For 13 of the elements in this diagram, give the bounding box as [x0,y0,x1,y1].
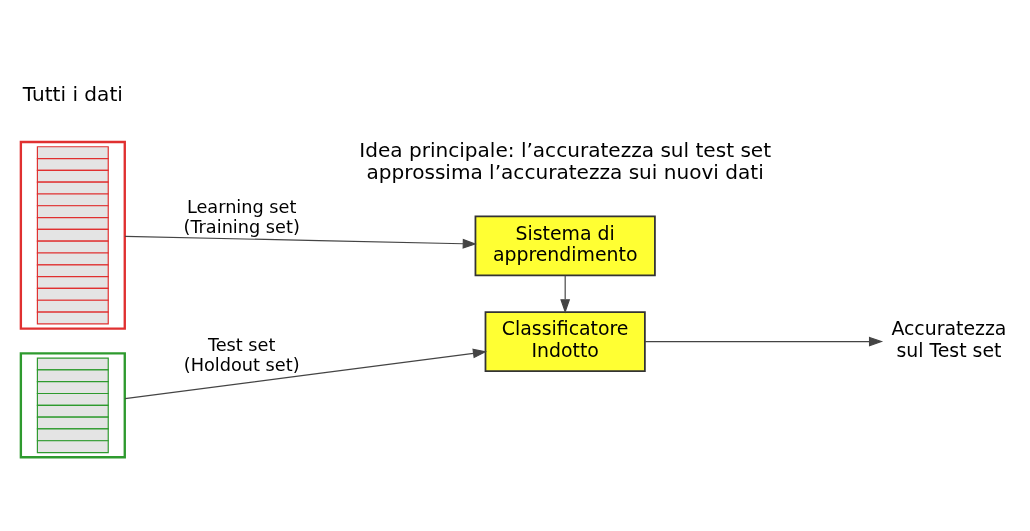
label: Idea principale: l’accuratezza sul test set approssima l’accuratezza sui nuovi dati [359,137,772,184]
node-text: Accuratezza sul Test set [891,316,1007,361]
arrow [124,235,477,249]
node-box [19,351,126,458]
node-box: Sistema di apprendimento [474,215,656,276]
node-box: Classificatore Indotto [484,310,646,372]
label: Tutti i dati [22,81,123,106]
node-box [19,140,126,330]
arrow [124,348,488,399]
arrow [644,336,884,347]
edge-label: Learning set (Training set) [183,196,300,237]
arrow [560,274,571,313]
edge-label: Test set (Holdout set) [183,334,300,375]
